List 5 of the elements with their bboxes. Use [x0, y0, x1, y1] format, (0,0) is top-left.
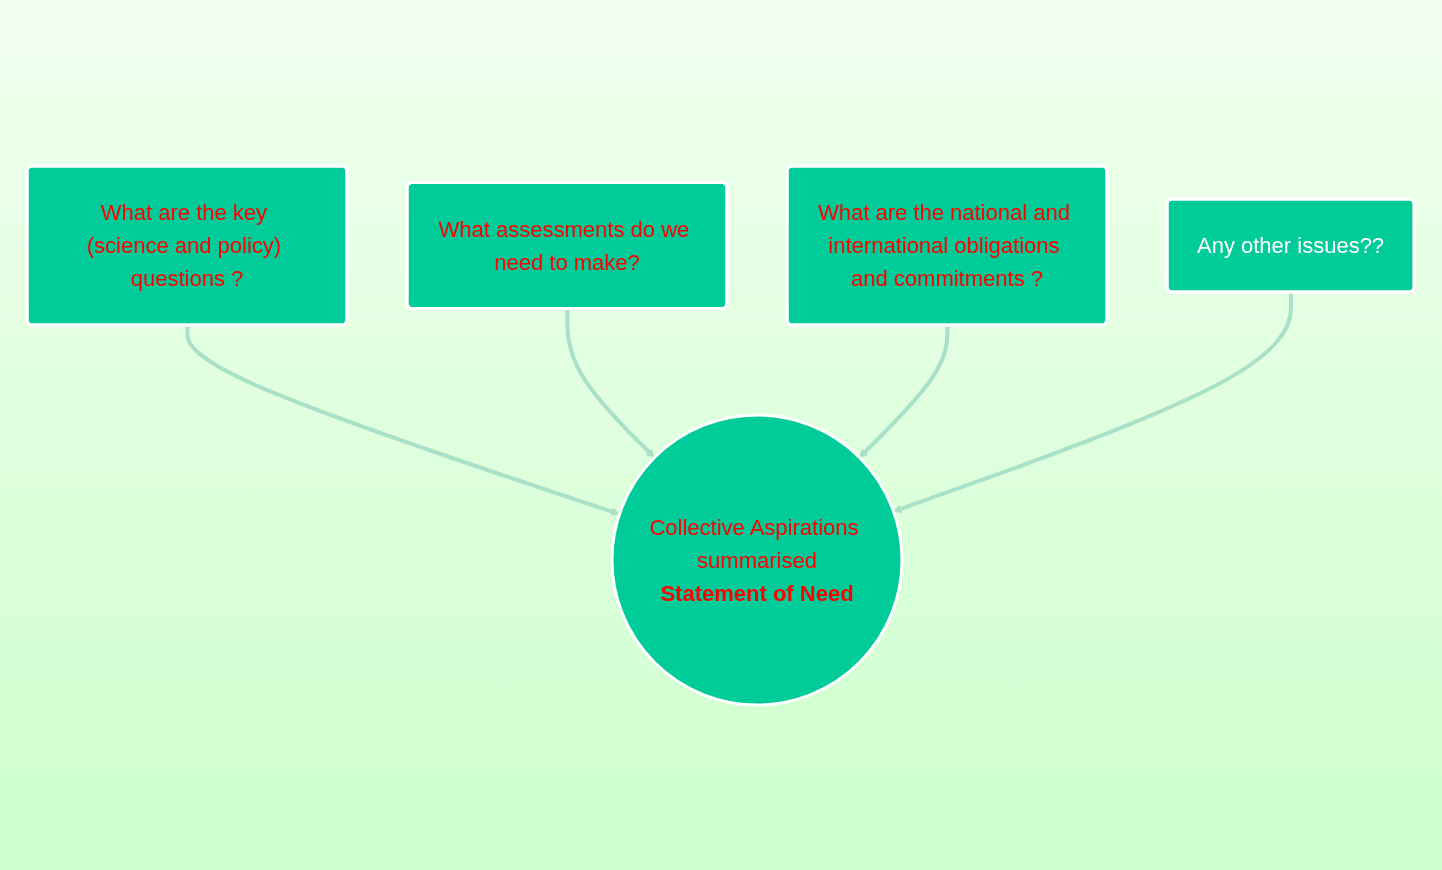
- arrow: [859, 324, 950, 458]
- node-circle: Collective Aspirations summarised Statement of Need: [610, 413, 904, 706]
- arrow: [185, 324, 621, 516]
- arrow: [565, 308, 656, 458]
- arrow: [893, 292, 1294, 513]
